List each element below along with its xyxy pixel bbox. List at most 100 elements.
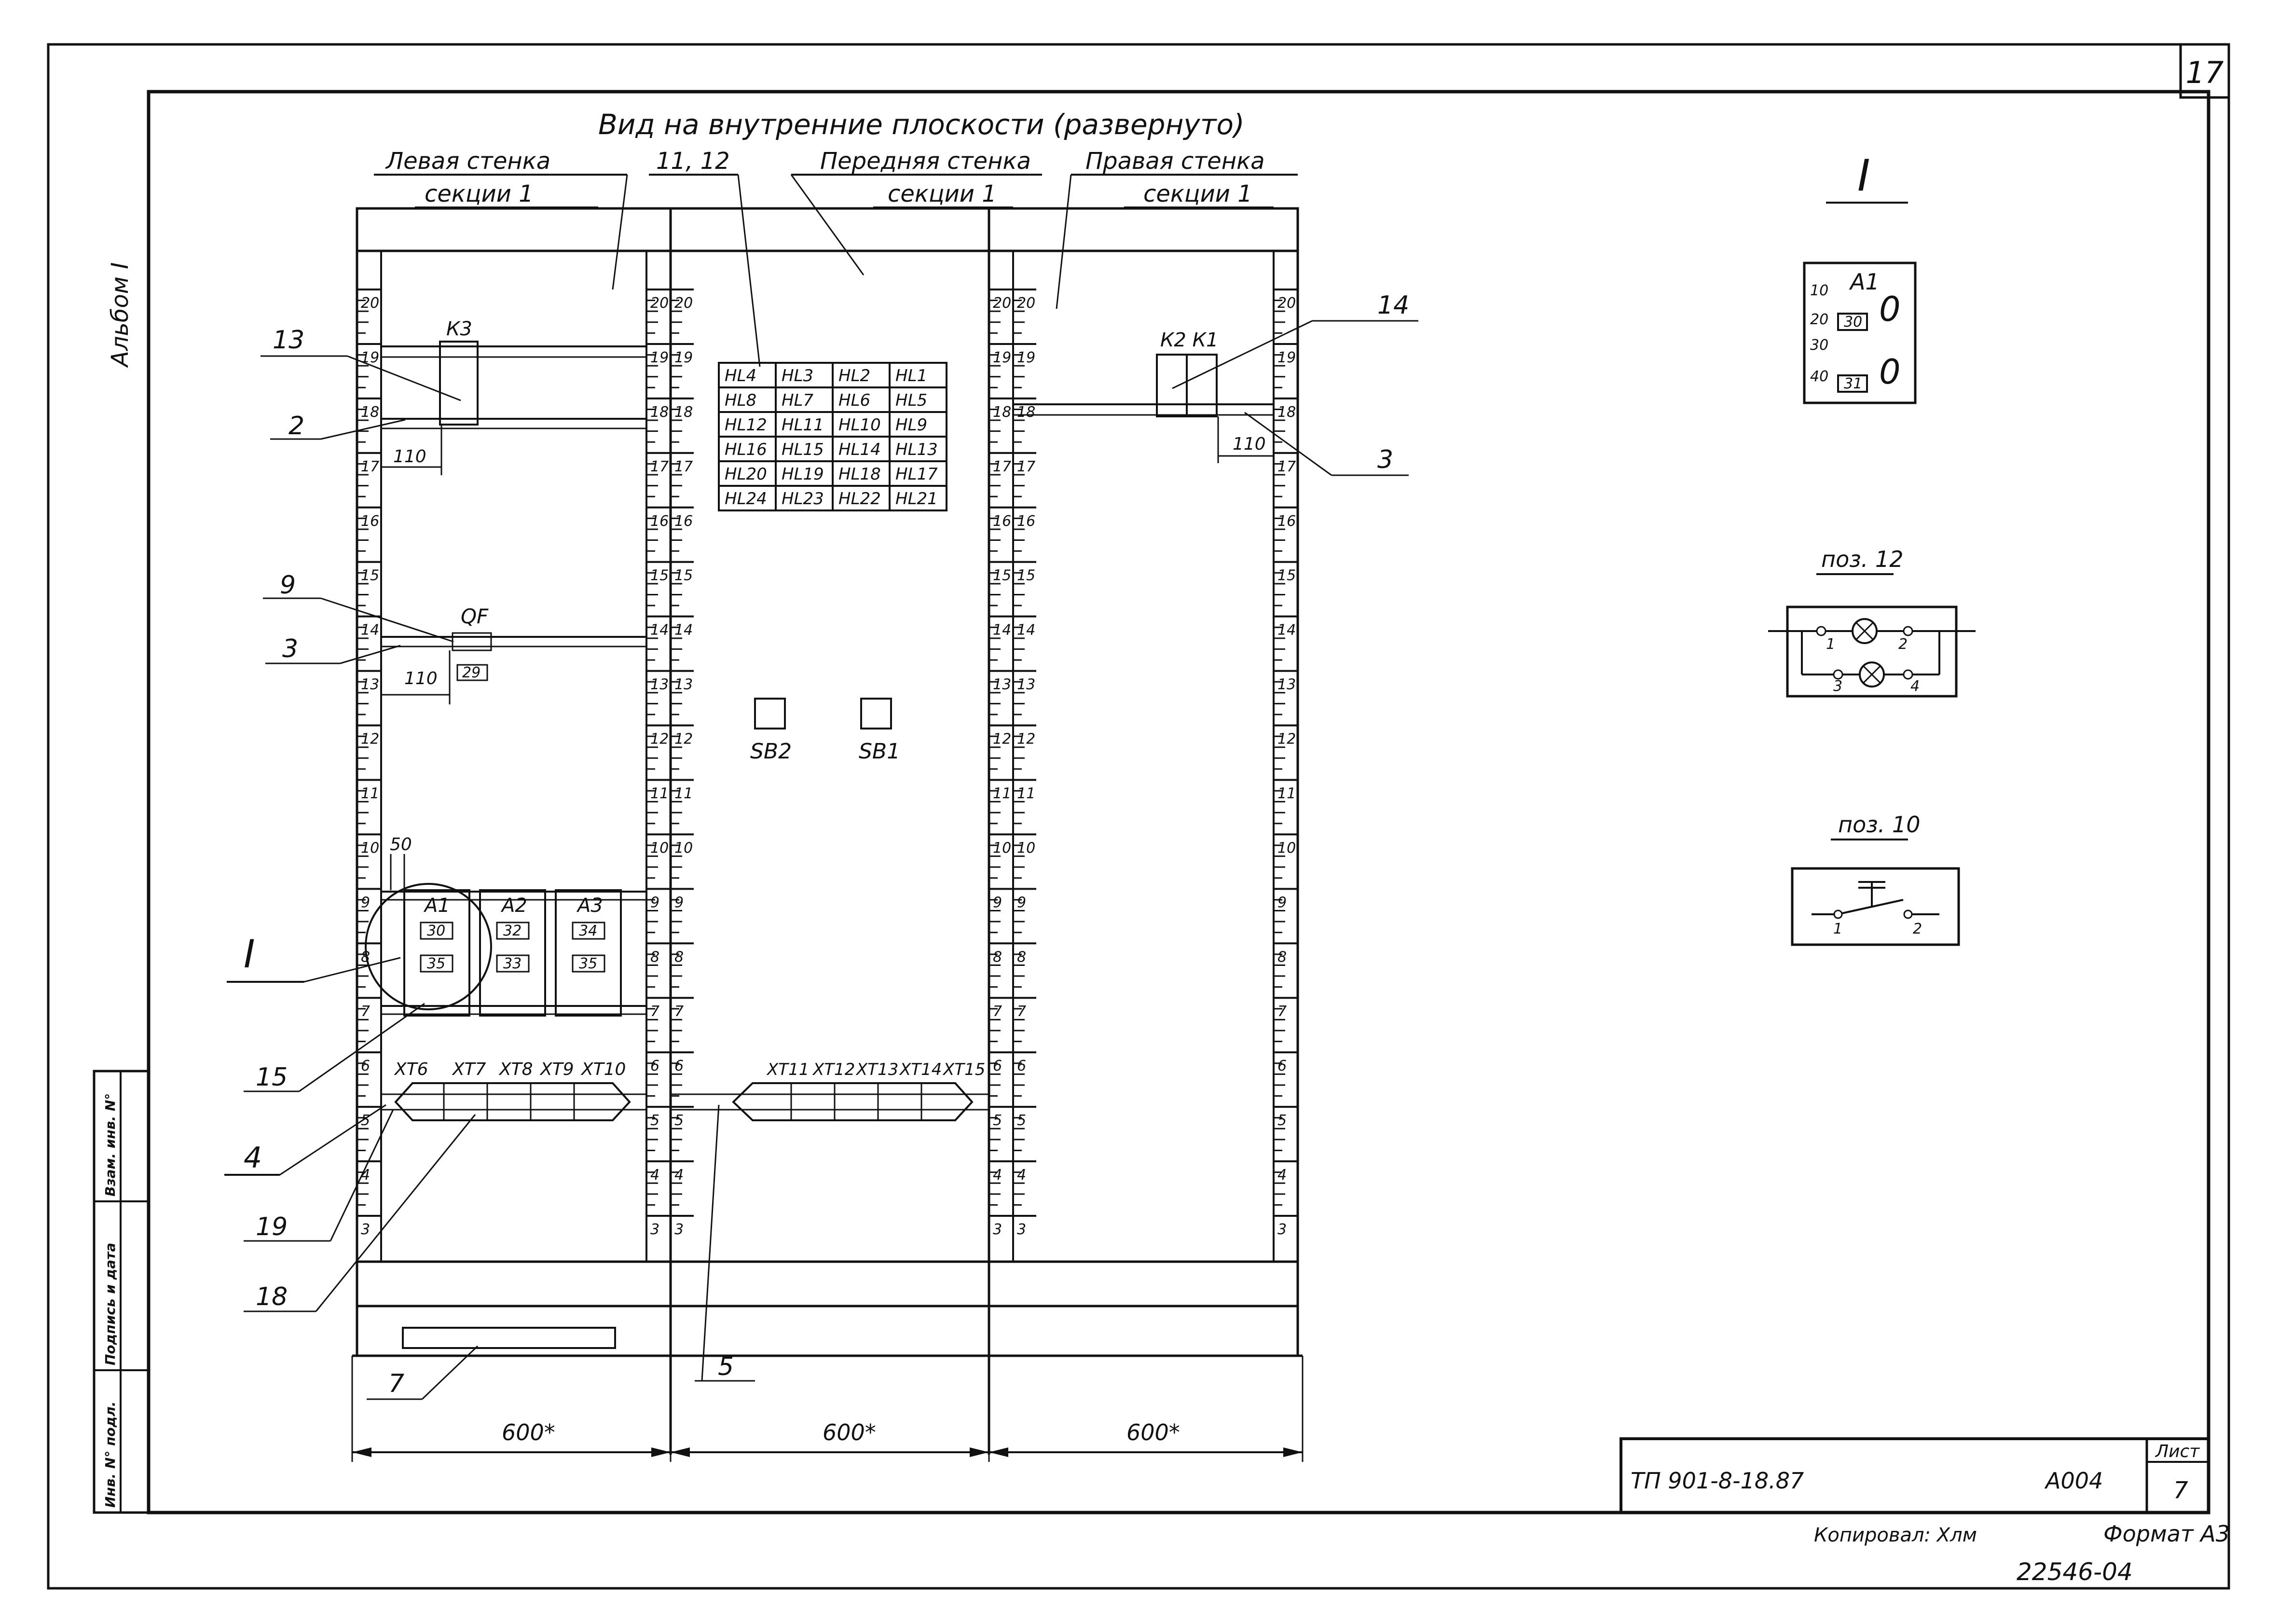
rail-number: 10 [674,840,693,856]
lamp-cell: HL7 [775,386,834,413]
lamp-cell: HL5 [889,386,947,413]
lamp-cell: HL6 [832,386,891,413]
xt15-label: ХТ15 [942,1060,985,1079]
lamp-label: HL20 [725,465,767,484]
a2-tag-2: 33 [503,955,522,972]
lamp-cell: HL17 [889,460,947,487]
callouts: 13 2 9 3 I 15 4 19 18 7 [224,291,1418,1400]
rail-number: 8 [674,949,684,965]
detail-I-device-label: А1 [1849,269,1880,295]
relay-k3-label: К3 [446,318,472,340]
a1-tag-2: 35 [427,955,445,972]
left-wall-content: К3 110 QF 29 110 А1 А2 А3 30 35 32 33 [365,318,646,1121]
rail-number: 8 [650,949,659,965]
button-sb1 [860,698,892,729]
lamp-label: HL23 [782,489,824,509]
rail-number: 20 [993,295,1011,312]
rail-number: 3 [674,1221,684,1238]
rail-number: 17 [993,458,1011,475]
dim-110-right: 110 [1233,434,1266,454]
relay-k3 [439,341,479,426]
rail-number: 17 [650,458,669,475]
detail-I-title: I [1857,151,1870,201]
detail-I-scale-10: 10 [1810,282,1828,299]
rail-number: 10 [361,840,379,856]
width-dimensions: 600* 600* 600* [351,1356,1304,1462]
rail-number: 11 [674,785,693,802]
rail-number: 13 [674,676,693,693]
right-wall-sub: секции 1 [1143,180,1252,207]
rail-number: 9 [650,894,659,911]
rail-number: 3 [1017,1221,1026,1238]
detail-pos-10: поз. 10 1 2 [1791,812,1960,946]
rail-number: 11 [650,785,669,802]
lamp-label: HL18 [838,465,881,484]
rail-number: 17 [1017,458,1035,475]
rail-number: 12 [361,731,379,748]
lamp-cell: HL13 [889,436,947,462]
rail-number: 10 [993,840,1011,856]
detail-I-dial-2: 0 [1879,352,1901,392]
right-wall-content: К2 К1 110 [1013,329,1274,463]
detail-I-tag-31: 31 [1844,375,1862,392]
rail-number: 6 [1017,1058,1026,1074]
lamp-label: HL5 [895,391,927,410]
lamp-label: HL13 [895,440,938,459]
rail-number: 9 [1017,894,1026,911]
left-wall-title: Левая стенка [385,148,550,175]
rail-number: 3 [650,1221,659,1238]
title-block-code: ТП 901-8-18.87 [1631,1468,1804,1494]
callout-3-left: 3 [282,634,298,663]
button-sb1-label: SB1 [859,739,900,764]
relay-k2k1-label: К2 К1 [1160,329,1218,351]
rail-number: 20 [361,295,379,312]
xt7-label: ХТ7 [452,1060,486,1079]
inner-frame [147,90,2210,1514]
detail-I-dial-1: 0 [1879,289,1901,329]
rail-number: 13 [1017,676,1035,693]
rail-number: 4 [993,1167,1002,1184]
rail-number: 20 [674,295,693,312]
rail-number: 6 [674,1058,684,1074]
lamp-label: HL8 [725,391,756,410]
detail-I-device [1803,261,1917,404]
rail-number: 14 [1017,622,1035,639]
lamp-label: HL22 [838,489,881,509]
rail-number: 16 [1277,513,1296,530]
rail-number: 4 [650,1167,659,1184]
rail-number: 16 [674,513,693,530]
copied-label: Копировал: Хлм [1814,1524,1977,1546]
rail-number: 19 [1277,349,1296,366]
rail-number: 3 [1277,1221,1287,1238]
a3-tag-1: 34 [579,922,597,939]
callout-4: 4 [244,1141,262,1175]
rail-number: 11 [1017,785,1035,802]
detail-I-tag-30: 30 [1844,314,1862,330]
lamp-cell: HL18 [832,460,891,487]
lamp-label: HL16 [725,440,767,459]
pos12-pin-2: 2 [1898,636,1908,653]
rail-number: 19 [650,349,669,366]
lamp-cell: HL20 [718,460,777,487]
rail-number: 18 [650,404,669,421]
detail-12-title: поз. 12 [1821,546,1903,572]
rail-number: 7 [1017,1003,1026,1020]
lamp-label: HL2 [838,366,870,385]
front-wall-title: Передняя стенка [820,148,1031,175]
lamp-label: HL14 [838,440,881,459]
xt8-label: ХТ8 [498,1060,533,1079]
rail-number: 13 [650,676,669,693]
lamp-label: HL9 [895,415,927,435]
rail-number: 12 [993,731,1011,748]
lamp-cell: HL15 [775,436,834,462]
breaker-qf-tag: 29 [462,664,481,681]
rail-number: 14 [993,622,1011,639]
lamp-cell: HL8 [718,386,777,413]
rail-number: 11 [1277,785,1296,802]
a1-tag-1: 30 [427,922,445,939]
lamp-label: HL3 [782,366,813,385]
